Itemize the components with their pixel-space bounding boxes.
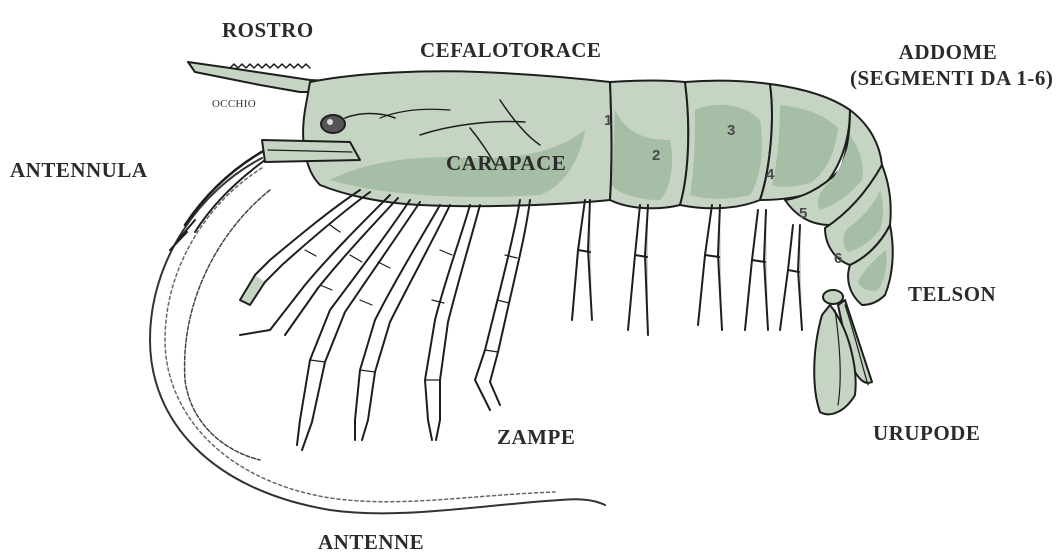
segment-number-4: 4 [766, 167, 774, 182]
label-carapace: CARAPACE [446, 153, 566, 174]
pleopods [572, 200, 802, 335]
antenna-long [150, 158, 605, 513]
segment-number-1: 1 [604, 113, 612, 128]
label-rostro: ROSTRO [222, 20, 314, 41]
label-antenne: ANTENNE [318, 532, 424, 553]
label-uropode: URUPODE [873, 423, 980, 444]
segment-number-5: 5 [799, 206, 807, 221]
segment-number-2: 2 [652, 148, 660, 163]
antenna-long-inner [165, 168, 555, 502]
walking-legs [240, 190, 530, 450]
label-cefalotorace: CEFALOTORACE [420, 40, 601, 61]
label-telson: TELSON [908, 284, 996, 305]
label-addome-sub: (SEGMENTI DA 1-6) [850, 68, 1053, 89]
label-antennula: ANTENNULA [10, 160, 148, 181]
antennula-whip [185, 150, 265, 225]
segment-number-3: 3 [727, 123, 735, 138]
label-zampe: ZAMPE [497, 427, 575, 448]
eye [321, 115, 345, 133]
label-addome: ADDOME [888, 42, 1008, 63]
segment-number-6: 6 [834, 251, 842, 266]
antenna-second [185, 190, 270, 460]
label-occhio: OCCHIO [212, 99, 256, 110]
